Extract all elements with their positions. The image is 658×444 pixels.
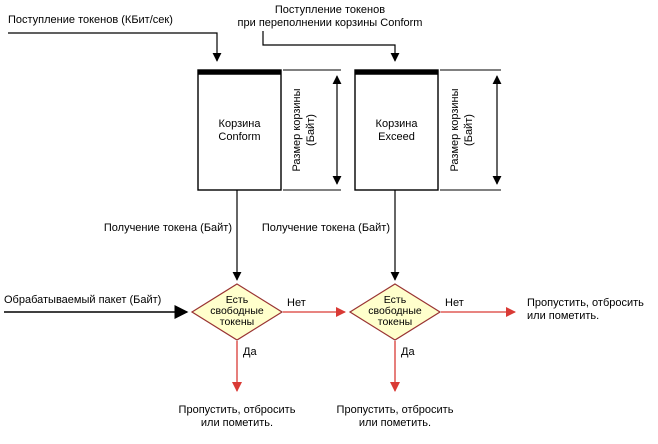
token-overflow-label-line1: Поступление токенов xyxy=(274,4,386,16)
token-get-label-conform: Получение токена (Байт) xyxy=(103,222,232,234)
no-label-conform: Нет xyxy=(287,297,306,309)
arrow-token-overflow xyxy=(262,31,400,62)
conform-size-label: Размер корзины (Байт) xyxy=(291,88,317,172)
decision-text-conform: Есть свободные токены xyxy=(210,294,264,328)
packet-label: Обрабатываемый пакет (Байт) xyxy=(4,294,162,306)
conform-bucket-box xyxy=(197,69,282,191)
decision-diamond-exceed xyxy=(348,283,442,341)
token-get-label-exceed: Получение токена (Байт) xyxy=(261,222,390,234)
arrow-token-arrival xyxy=(8,32,222,62)
outcome-bottom-conform: Пропустить, отбросить или пометить. xyxy=(178,404,296,429)
yes-label-conform: Да xyxy=(243,346,257,358)
decision-diamond-conform xyxy=(190,283,284,341)
no-label-exceed: Нет xyxy=(445,297,464,309)
token-overflow-label-line2: при переполнении корзины Conform xyxy=(237,17,423,29)
token-overflow-label: Поступление токенов при переполнении кор… xyxy=(230,4,430,30)
exceed-bucket-box xyxy=(354,69,439,191)
exceed-size-label: Размер корзины (Байт) xyxy=(449,88,475,172)
outcome-right: Пропустить, отбросить или пометить. xyxy=(527,297,644,322)
conform-bucket-label: Корзина Conform xyxy=(218,118,261,143)
token-arrival-label: Поступление токенов (КБит/сек) xyxy=(8,14,173,26)
exceed-bucket-label: Корзина Exceed xyxy=(375,118,418,143)
outcome-bottom-exceed: Пропустить, отбросить или пометить. xyxy=(336,404,454,429)
yes-label-exceed: Да xyxy=(401,346,415,358)
decision-text-exceed: Есть свободные токены xyxy=(368,294,422,328)
